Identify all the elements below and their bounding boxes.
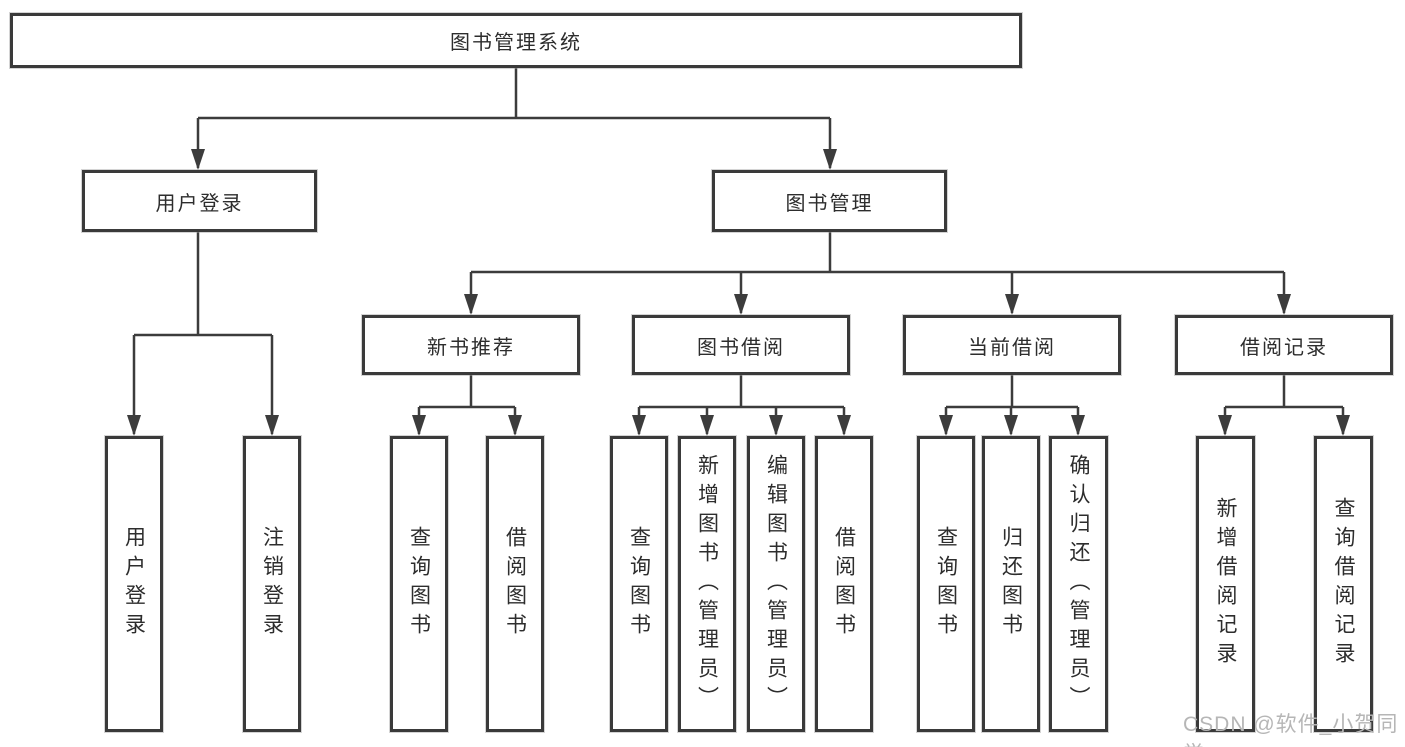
node-leaf-br-search-record: 查询借阅记录 [1314,436,1373,732]
node-new-books: 新书推荐 [362,315,580,375]
connector-new-books-to-leaves [417,375,517,434]
node-leaf-bb-borrow-books: 借阅图书 [815,436,873,732]
node-book-borrow: 图书借阅 [632,315,850,375]
node-leaf-bb-add-books-admin: 新增图书（管理员） [678,436,736,732]
node-leaf-logout: 注销登录 [243,436,301,732]
node-leaf-bb-search-books: 查询图书 [610,436,668,732]
node-borrow-records: 借阅记录 [1175,315,1393,375]
node-root: 图书管理系统 [10,13,1022,68]
node-current-borrow: 当前借阅 [903,315,1121,375]
connector-user-login-to-leaves [132,232,274,434]
connector-book-mgmt-to-level3 [469,232,1286,313]
node-leaf-cb-confirm-return-admin: 确认归还（管理员） [1049,436,1108,732]
node-leaf-nb-borrow-books: 借阅图书 [486,436,544,732]
watermark: CSDN @软件_小贺同学 [1183,713,1399,747]
node-leaf-cb-search-books: 查询图书 [917,436,975,732]
node-leaf-br-add-record: 新增借阅记录 [1196,436,1255,732]
node-leaf-nb-search-books: 查询图书 [390,436,448,732]
connector-book-borrow-to-leaves [637,375,846,434]
node-book-mgmt: 图书管理 [712,170,947,232]
node-leaf-cb-return-books: 归还图书 [982,436,1040,732]
connector-root-to-level2 [196,68,832,168]
node-user-login: 用户登录 [82,170,317,232]
node-leaf-user-login: 用户登录 [105,436,163,732]
connector-borrow-records-to-leaves [1223,375,1345,434]
node-leaf-bb-edit-books-admin: 编辑图书（管理员） [747,436,805,732]
